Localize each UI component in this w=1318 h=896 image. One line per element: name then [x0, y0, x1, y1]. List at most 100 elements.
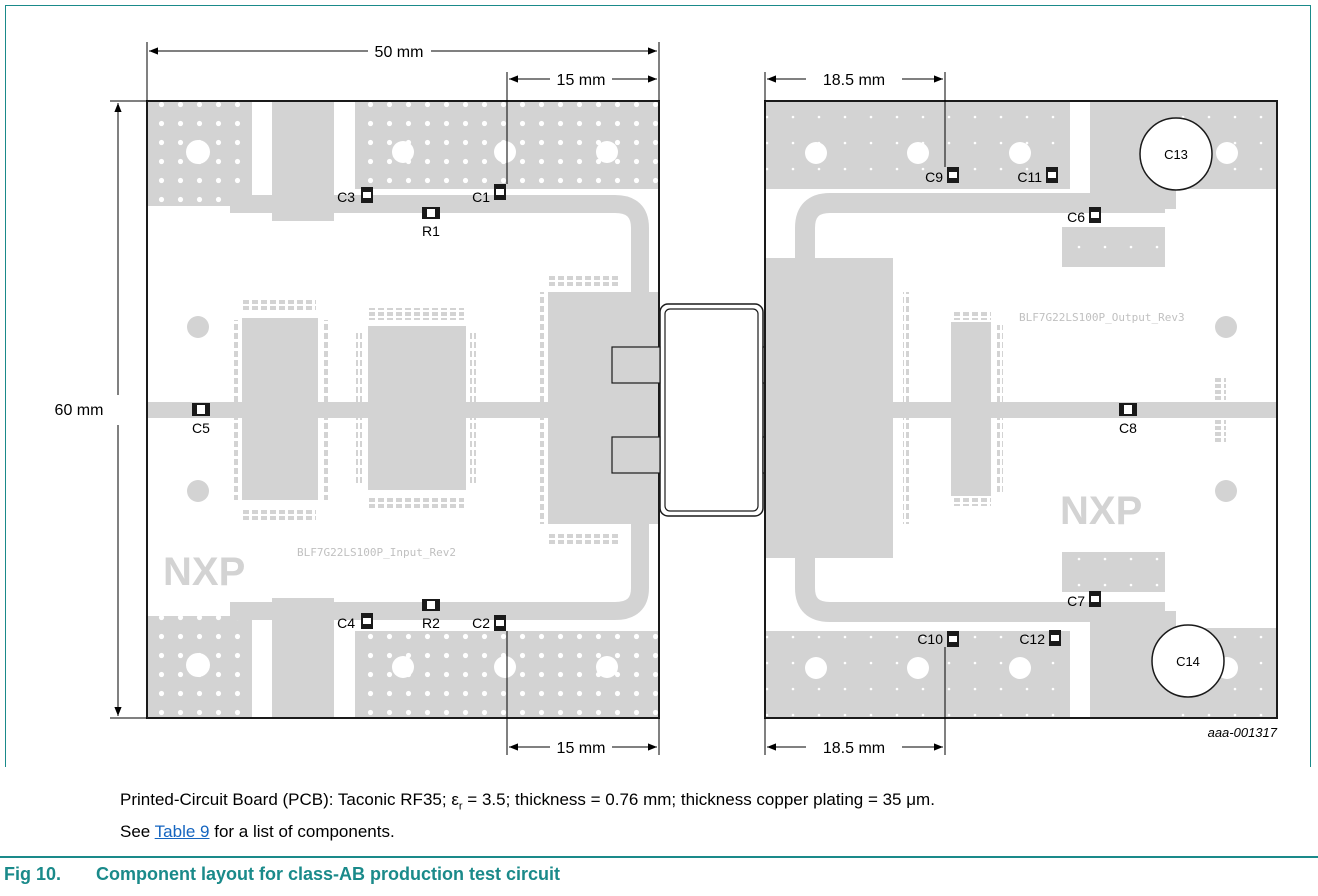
pad-column [322, 320, 328, 500]
pad-column [232, 320, 238, 500]
label-r2: R2 [422, 615, 440, 631]
output-nxp-logo: NXP [1060, 489, 1142, 533]
dim-input-width: 50 mm [375, 44, 424, 61]
pad-row [951, 312, 991, 320]
component-labels: C3 C1 R1 C5 R2 C4 C2 C9 C11 C6 C8 C7 C10… [192, 147, 1200, 669]
label-c13: C13 [1164, 147, 1188, 162]
input-top-left-copper [147, 101, 252, 206]
mounting-hole [1215, 316, 1237, 338]
capacitor-c1 [494, 184, 506, 200]
gate-lead-1 [611, 346, 661, 384]
pad-row [368, 308, 464, 320]
pad-column [1212, 378, 1226, 444]
label-c11: C11 [1017, 169, 1042, 185]
input-board-outline [146, 100, 660, 719]
label-c6: C6 [1067, 209, 1085, 225]
input-nxp-logo: NXP [163, 550, 245, 594]
epsilon-symbol: ε [451, 790, 459, 809]
output-bottom-bias-line [795, 558, 1165, 622]
caption-pcb-suffix: = 3.5; thickness = 0.76 mm; thickness co… [462, 790, 935, 809]
label-c1: C1 [472, 189, 490, 205]
gate-lead-2 [611, 436, 661, 474]
output-board: NXP BLF7G22LS100P_Output_Rev3 [764, 100, 1278, 719]
dim-height: 60 mm [55, 402, 104, 419]
pad-row [368, 496, 464, 508]
output-matching-stub [951, 322, 991, 496]
dim-output-top-offset: 18.5 mm [823, 72, 885, 89]
components-reference: See Table 9 for a list of components. [120, 822, 395, 842]
pad-row [825, 264, 873, 274]
input-bottom-bias-line [230, 520, 649, 620]
figure-title: Fig 10. Component layout for class-AB pro… [4, 864, 560, 885]
input-board: NXP BLF7G22LS100P_Input_Rev2 [146, 100, 660, 719]
label-c2: C2 [472, 615, 490, 631]
capacitor-c10 [947, 631, 959, 647]
output-top-bias-line [795, 193, 1165, 258]
input-matching-block-1 [242, 318, 318, 500]
via-array [1062, 552, 1165, 592]
label-c12: C12 [1019, 631, 1045, 647]
caption-see-prefix: See [120, 822, 155, 841]
figure-title-text: Component layout for class-AB production… [96, 864, 561, 884]
input-bottom-left-copper [147, 616, 252, 718]
dim-input-top-offset: 15 mm [557, 72, 606, 89]
caption-see-suffix: for a list of components. [209, 822, 395, 841]
capacitor-c6 [1089, 207, 1101, 223]
capacitor-c9 [947, 167, 959, 183]
epsilon-subscript: r [458, 800, 463, 813]
figure-frame [5, 5, 1311, 767]
pcb-spec-caption: Printed-Circuit Board (PCB): Taconic RF3… [120, 790, 935, 812]
via-array [1062, 227, 1165, 267]
capacitor-c3 [361, 187, 373, 203]
capacitor-c4 [361, 613, 373, 629]
pad-row [825, 542, 873, 552]
dim-output-bottom-offset: 18.5 mm [823, 740, 885, 757]
capacitor-c5 [192, 403, 210, 416]
input-top-bias-line [230, 195, 649, 300]
pad-row [548, 532, 618, 544]
pad-row [548, 274, 618, 286]
pad-row [951, 498, 991, 506]
capacitor-c8 [1119, 403, 1137, 416]
output-rf-line [765, 402, 1277, 418]
mounting-hole [187, 316, 209, 338]
capacitor-c7 [1089, 591, 1101, 607]
pcb-layout-diagram: NXP BLF7G22LS100P_Input_Rev2 [55, 42, 1278, 757]
mounting-hole [1215, 480, 1237, 502]
output-board-outline [764, 100, 1278, 719]
input-board-label: BLF7G22LS100P_Input_Rev2 [297, 546, 456, 559]
dimension-lines [110, 42, 946, 755]
mounting-hole [187, 480, 209, 502]
label-r1: R1 [422, 223, 440, 239]
resistor-r1 [422, 207, 440, 219]
table-9-link[interactable]: Table 9 [154, 822, 210, 841]
pad-row [242, 508, 316, 520]
label-c10: C10 [917, 631, 943, 647]
dimension-labels: 50 mm 15 mm 15 mm 18.5 mm 18.5 mm 60 mm [55, 44, 886, 757]
pad-column [903, 292, 909, 524]
pad-column [356, 330, 362, 486]
output-board-label: BLF7G22LS100P_Output_Rev3 [1019, 311, 1185, 324]
label-c8: C8 [1119, 420, 1137, 436]
input-matching-block-2 [368, 326, 466, 490]
figure-title-rule [0, 856, 1318, 858]
figure-number: Fig 10. [4, 864, 62, 884]
label-c9: C9 [925, 169, 943, 185]
label-c4: C4 [337, 615, 355, 631]
pad-row [242, 298, 316, 310]
output-top-copper [765, 101, 1277, 209]
dim-input-bottom-offset: 15 mm [557, 740, 606, 757]
input-transistor-pad [548, 292, 659, 524]
capacitor-c13 [1139, 117, 1213, 191]
label-c5: C5 [192, 420, 210, 436]
capacitor-c11 [1046, 167, 1058, 183]
capacitor-c12 [1049, 630, 1061, 646]
pad-column [997, 325, 1003, 495]
capacitor-c2 [494, 615, 506, 631]
caption-pcb-prefix: Printed-Circuit Board (PCB): Taconic RF3… [120, 790, 452, 809]
capacitor-c14 [1151, 624, 1225, 698]
resistor-r2 [422, 599, 440, 611]
label-c14: C14 [1176, 654, 1200, 669]
label-c3: C3 [337, 189, 355, 205]
pad-column [538, 292, 544, 524]
